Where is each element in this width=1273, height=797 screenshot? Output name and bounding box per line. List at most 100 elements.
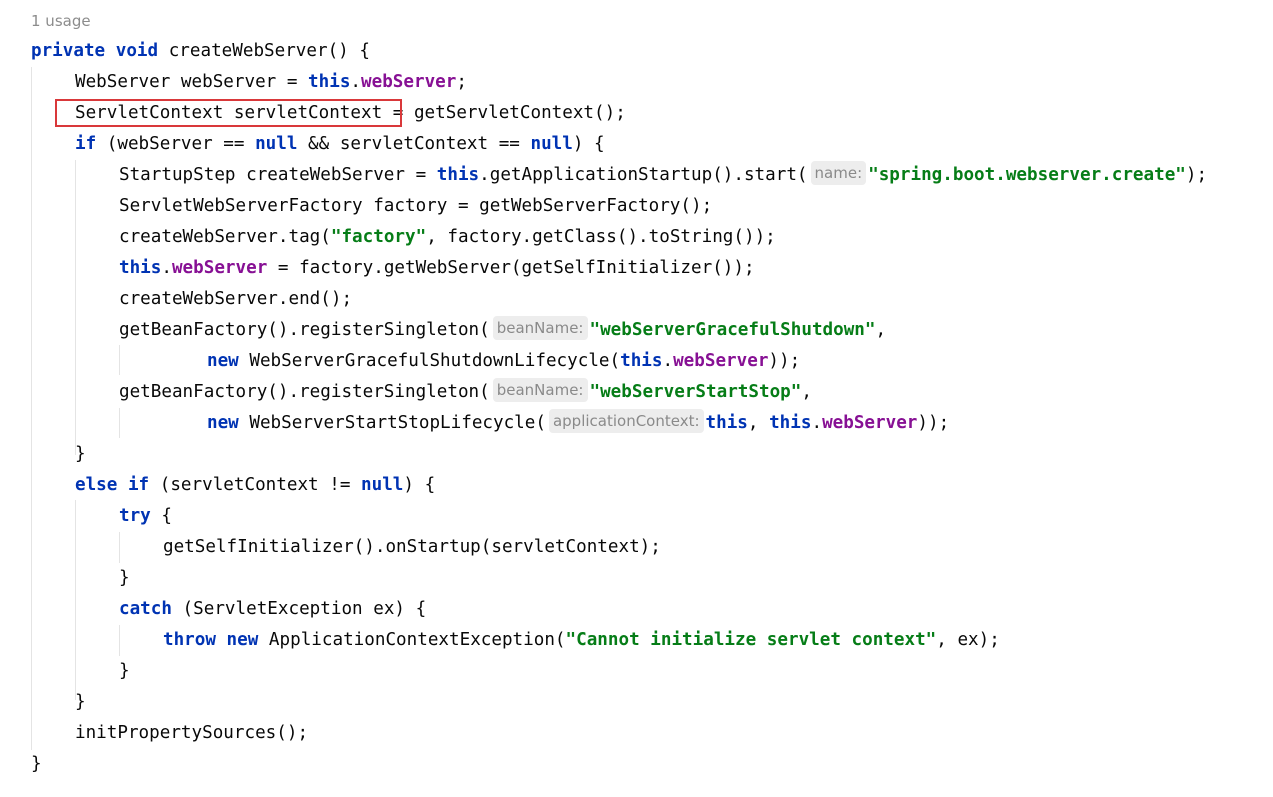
code-text: }	[119, 661, 130, 681]
keyword-token: new	[207, 351, 239, 371]
code-line[interactable]: this.webServer = factory.getWebServer(ge…	[119, 253, 755, 284]
code-line[interactable]: new WebServerStartStopLifecycle(applicat…	[207, 408, 949, 439]
string-literal: "spring.boot.webserver.create"	[868, 165, 1186, 185]
code-text: StartupStep createWebServer =	[119, 165, 437, 185]
code-line[interactable]: ServletContext servletContext = getServl…	[75, 98, 626, 129]
code-line[interactable]: if (webServer == null && servletContext …	[75, 129, 605, 160]
indent-guide	[119, 532, 120, 563]
field-token: webServer	[361, 72, 457, 92]
annotation-highlight-box	[55, 99, 402, 127]
keyword-token: null	[361, 475, 404, 495]
code-text: (servletContext !=	[149, 475, 362, 495]
code-text: .getApplicationStartup().start(	[479, 165, 808, 185]
keyword-token: else if	[75, 475, 150, 495]
code-text: WebServerGracefulShutdownLifecycle(	[238, 351, 621, 371]
keyword-token: this	[769, 413, 812, 433]
code-text: (webServer ==	[96, 134, 256, 154]
code-text: initPropertySources();	[75, 723, 309, 743]
code-line[interactable]: getBeanFactory().registerSingleton(beanN…	[119, 377, 812, 408]
code-text: }	[75, 692, 86, 712]
code-line[interactable]: private void createWebServer() {	[31, 36, 370, 67]
keyword-token: this	[436, 165, 480, 185]
keyword-token: this	[308, 72, 351, 92]
code-text: && servletContext ==	[297, 134, 531, 154]
code-text: }	[31, 754, 42, 774]
keyword-token: if	[75, 134, 97, 154]
code-text: ;	[456, 72, 467, 92]
code-text: getBeanFactory().registerSingleton(	[119, 382, 490, 402]
code-text: (ServletException ex) {	[171, 599, 427, 619]
code-text: , ex);	[936, 630, 1000, 650]
code-line[interactable]: WebServer webServer = this.webServer;	[75, 67, 467, 98]
keyword-token: private void	[31, 41, 159, 61]
indent-guide	[75, 500, 76, 700]
field-token: webServer	[822, 413, 918, 433]
indent-guide	[119, 345, 120, 375]
keyword-token: catch	[119, 599, 172, 619]
code-text: createWebServer.end();	[119, 289, 353, 309]
code-line[interactable]: }	[119, 656, 130, 687]
code-text: .	[662, 351, 674, 371]
code-line[interactable]: new WebServerGracefulShutdownLifecycle(t…	[207, 346, 800, 377]
code-text: .	[161, 258, 172, 278]
string-literal: "factory"	[330, 227, 427, 247]
keyword-token: try	[119, 506, 151, 526]
code-line[interactable]: else if (servletContext != null) {	[75, 470, 435, 501]
indent-guide	[119, 408, 120, 438]
code-text: ));	[768, 351, 801, 371]
code-text: WebServerStartStopLifecycle(	[238, 413, 546, 433]
keyword-token: this	[119, 258, 162, 278]
code-line[interactable]: catch (ServletException ex) {	[119, 594, 426, 625]
string-literal: "Cannot initialize servlet context"	[565, 630, 937, 650]
code-text: ApplicationContextException(	[258, 630, 566, 650]
usage-count-hint[interactable]: 1 usage	[31, 12, 91, 30]
code-line[interactable]: }	[119, 563, 130, 594]
code-text: ) {	[403, 475, 436, 495]
parameter-hint: name:	[810, 161, 867, 185]
code-text: WebServer webServer =	[75, 72, 309, 92]
code-text: ,	[875, 320, 887, 340]
code-text: ServletContext servletContext = getServl…	[75, 103, 626, 123]
indent-guide	[31, 67, 32, 750]
code-text: , factory.getClass().toString());	[426, 227, 776, 247]
parameter-hint: beanName:	[492, 316, 588, 340]
keyword-token: null	[255, 134, 298, 154]
code-line[interactable]: createWebServer.end();	[119, 284, 352, 315]
code-text: }	[119, 568, 130, 588]
code-text: getBeanFactory().registerSingleton(	[119, 320, 490, 340]
keyword-token: this	[620, 351, 663, 371]
string-literal: "webServerGracefulShutdown"	[589, 320, 876, 340]
field-token: webServer	[673, 351, 769, 371]
code-text: );	[1185, 165, 1208, 185]
code-line[interactable]: ServletWebServerFactory factory = getWeb…	[119, 191, 712, 222]
code-text: .	[811, 413, 823, 433]
keyword-token: null	[530, 134, 573, 154]
code-line[interactable]: throw new ApplicationContextException("C…	[163, 625, 1000, 656]
code-line[interactable]: getBeanFactory().registerSingleton(beanN…	[119, 315, 886, 346]
parameter-hint: beanName:	[492, 378, 588, 402]
code-text: createWebServer.tag(	[119, 227, 331, 247]
code-text: getSelfInitializer().onStartup(servletCo…	[163, 537, 661, 557]
code-text: createWebServer() {	[158, 41, 370, 61]
code-text: ,	[747, 413, 770, 433]
parameter-hint: applicationContext:	[548, 409, 704, 433]
code-line[interactable]: }	[75, 687, 86, 718]
keyword-token: this	[705, 413, 748, 433]
code-line[interactable]: initPropertySources();	[75, 718, 308, 749]
code-line[interactable]: createWebServer.tag("factory", factory.g…	[119, 222, 776, 253]
code-text: = factory.getWebServer(getSelfInitialize…	[267, 258, 755, 278]
keyword-token: throw new	[163, 630, 259, 650]
string-literal: "webServerStartStop"	[589, 382, 802, 402]
code-text: .	[350, 72, 362, 92]
indent-guide	[119, 625, 120, 656]
code-line[interactable]: }	[31, 749, 42, 780]
code-text: ) {	[572, 134, 605, 154]
code-line[interactable]: getSelfInitializer().onStartup(servletCo…	[163, 532, 661, 563]
indent-guide	[75, 160, 76, 455]
code-line[interactable]: try {	[119, 501, 172, 532]
code-line[interactable]: StartupStep createWebServer = this.getAp…	[119, 160, 1207, 191]
code-line[interactable]: }	[75, 439, 86, 470]
code-text: ));	[917, 413, 950, 433]
code-text: ,	[801, 382, 812, 402]
